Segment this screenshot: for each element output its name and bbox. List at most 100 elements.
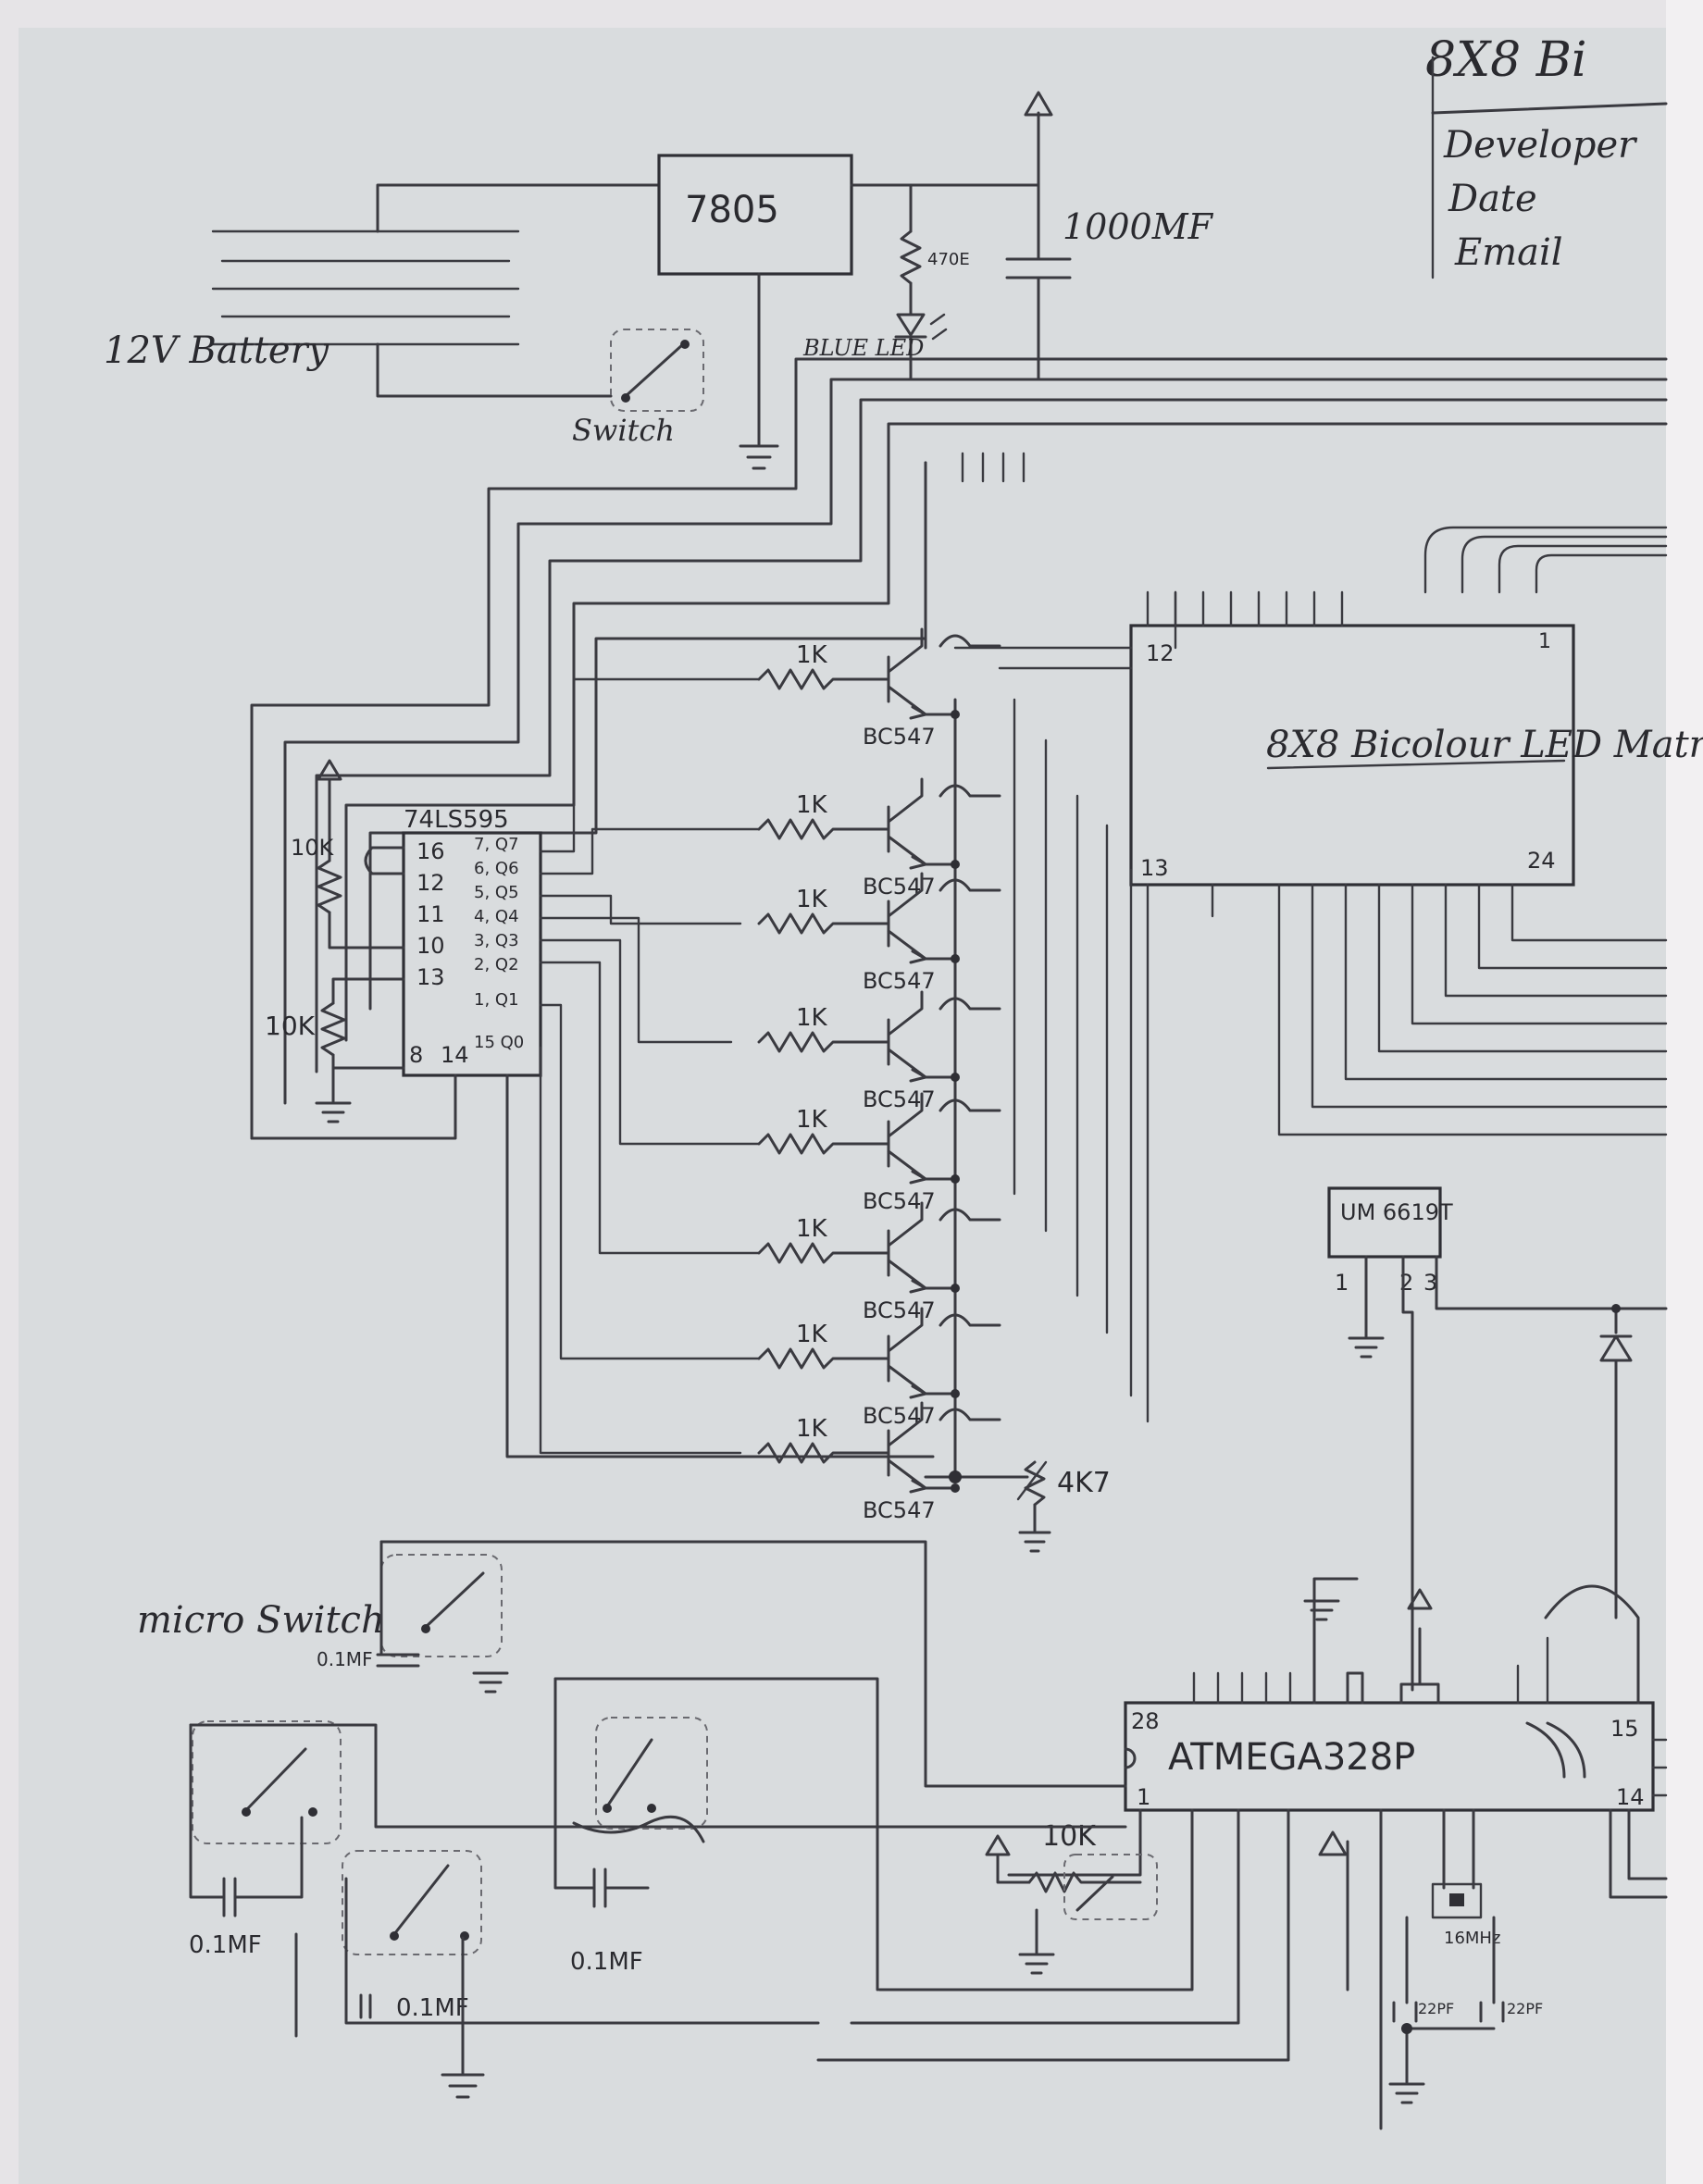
micro-switch-2-cap-label: 0.1MF (189, 1931, 262, 1959)
matrix-pin-1: 1 (1538, 630, 1551, 653)
driver-junction-4 (951, 1073, 960, 1082)
title-label-developer: Developer (1443, 124, 1638, 167)
micro-switch-1-cap-label: 0.1MF (317, 1648, 373, 1670)
battery-label: 12V Battery (104, 329, 330, 372)
paper-fold-edge (1666, 0, 1703, 2184)
driver-transistor-2-label: BC547 (863, 874, 936, 900)
driver-resistor-4-icon (757, 1031, 890, 1053)
driver-transistor-4-emitter-arrow (909, 1068, 927, 1083)
micro-switch-1-cap-icon (376, 1653, 420, 1668)
sr-right-pin-q3: 3, Q3 (474, 931, 519, 950)
capacitor-1000mf-label: 1000MF (1063, 206, 1214, 247)
driver-resistor-7-label: 1K (796, 1321, 828, 1348)
sr-pullup-resistor-icon (317, 859, 342, 914)
sr-left-pin-8: 8 (409, 1042, 423, 1068)
power-switch-icon (624, 342, 685, 398)
micro-switch-label: micro Switch (137, 1599, 385, 1642)
crystal-body (1431, 1882, 1483, 1919)
ground-icon-pot (1018, 1531, 1051, 1553)
sr-left-pin-11: 11 (416, 901, 445, 927)
sr-pullup-label: 10K (291, 835, 335, 861)
crystal-cap-right-icon (1479, 2001, 1505, 2023)
driver-collector-8-wire (939, 1408, 1001, 1421)
driver-junction-2 (951, 860, 960, 869)
driver-resistor-8-label: 1K (796, 1415, 828, 1443)
title-label-date: Date (1448, 178, 1537, 220)
ground-icon-ir (1348, 1336, 1385, 1359)
micro-switch-4-icon (392, 1864, 450, 1936)
sr-right-pin-q5: 5, Q5 (474, 883, 519, 902)
matrix-label: 8X8 Bicolour LED Matrix (1266, 724, 1703, 766)
driver-transistor-7-emitter-arrow (909, 1384, 927, 1399)
driver-transistor-6-label: BC547 (863, 1297, 936, 1323)
micro-switch-2-icon (244, 1747, 307, 1812)
crystal-cap-right-label: 22PF (1507, 2000, 1543, 2017)
ir-receiver: UM 6619T 1 2 3 (1327, 1186, 1668, 1692)
driver-transistor-1-emitter-arrow (909, 705, 927, 720)
reset-resistor-label: 10K (1042, 1820, 1097, 1853)
mcu-pin-14: 14 (1616, 1784, 1645, 1810)
bus-wires (250, 357, 1668, 1140)
shift-register-label: 74LS595 (404, 806, 509, 834)
matrix-pin-12: 12 (1146, 640, 1175, 666)
micro-switch-4-cap-icon (359, 1993, 372, 2019)
driver-collector-4-wire (939, 997, 1001, 1011)
driver-junction-5 (951, 1174, 960, 1184)
led-matrix-body (1129, 624, 1575, 887)
micro-switches: micro Switch 0.1MF 0.1MF 0.1MF (137, 1540, 1127, 2099)
resistor-470-icon (900, 230, 922, 285)
driver-resistor-3-label: 1K (796, 886, 828, 913)
regulator-7805-body (657, 154, 853, 276)
sr-right-pin-q7: 7, Q7 (474, 835, 519, 854)
shift-register: 74LS595 16 12 11 10 13 8 14 7, Q7 6, Q6 … (250, 759, 935, 1458)
sr-left-pin-10: 10 (416, 933, 445, 959)
mcu-pin-28: 28 (1131, 1708, 1160, 1734)
driver-collector-6-wire (939, 1208, 1001, 1222)
driver-transistor-5-emitter-arrow (909, 1170, 927, 1185)
vcc-arrow-icon-mcu (1407, 1588, 1433, 1610)
driver-collector-5-wire (939, 1098, 1001, 1112)
driver-resistor-4-label: 1K (796, 1004, 828, 1032)
driver-collector-2-wire (939, 784, 1001, 798)
driver-transistor-8-emitter-arrow (909, 1479, 927, 1494)
sr-right-pin-q6: 6, Q6 (474, 859, 519, 878)
mcu-notch-icon (1124, 1747, 1137, 1769)
sr-left-pin-14: 14 (441, 1042, 469, 1068)
driver-transistor-8-label: BC547 (863, 1497, 936, 1523)
micro-switch-3-icon (605, 1738, 653, 1808)
micro-switch-1-icon (424, 1571, 485, 1629)
ir-pin-2: 2 (1399, 1270, 1413, 1296)
driver-resistor-2-label: 1K (796, 791, 828, 819)
driver-junction-3 (951, 954, 960, 963)
driver-collector-3-wire (939, 878, 1001, 892)
driver-junction-7 (951, 1389, 960, 1398)
driver-collector-7-wire (939, 1313, 1001, 1327)
driver-resistor-5-label: 1K (796, 1106, 828, 1134)
ground-icon-reset (1018, 1953, 1055, 1975)
driver-resistor-2-icon (757, 818, 890, 840)
led-matrix: 12 13 1 24 8X8 Bicolour LED Matrix (953, 526, 1703, 1423)
driver-resistor-8-icon (757, 1442, 890, 1464)
driver-resistor-3-icon (757, 912, 890, 935)
driver-transistor-7-label: BC547 (863, 1403, 936, 1429)
pot-4k7-icon (1024, 1460, 1046, 1507)
mcu-pin-15: 15 (1610, 1716, 1639, 1742)
driver-transistor-3-label: BC547 (863, 968, 936, 994)
sr-left-pin-16: 16 (416, 838, 445, 864)
ir-pin-1: 1 (1335, 1270, 1349, 1296)
driver-transistor-6-emitter-arrow (909, 1279, 927, 1294)
title-label-email: Email (1454, 231, 1563, 274)
driver-junction-8 (951, 1483, 960, 1493)
micro-switch-3-cap-label: 0.1MF (570, 1948, 643, 1976)
driver-stage: 4K7 (539, 677, 1111, 1553)
driver-transistor-1-label: BC547 (863, 724, 936, 750)
ground-icon-crystal (1388, 2082, 1425, 2104)
matrix-pin-24: 24 (1527, 848, 1556, 874)
ir-receiver-label-line: UM 6619T (1340, 1199, 1453, 1225)
ir-receiver-body (1327, 1186, 1442, 1259)
sr-left-pin-13: 13 (416, 964, 445, 990)
matrix-pin-13: 13 (1140, 855, 1169, 881)
driver-resistor-1-icon (757, 668, 890, 690)
crystal-cap-left-label: 22PF (1418, 2000, 1454, 2017)
driver-transistor-4-label: BC547 (863, 1086, 936, 1112)
